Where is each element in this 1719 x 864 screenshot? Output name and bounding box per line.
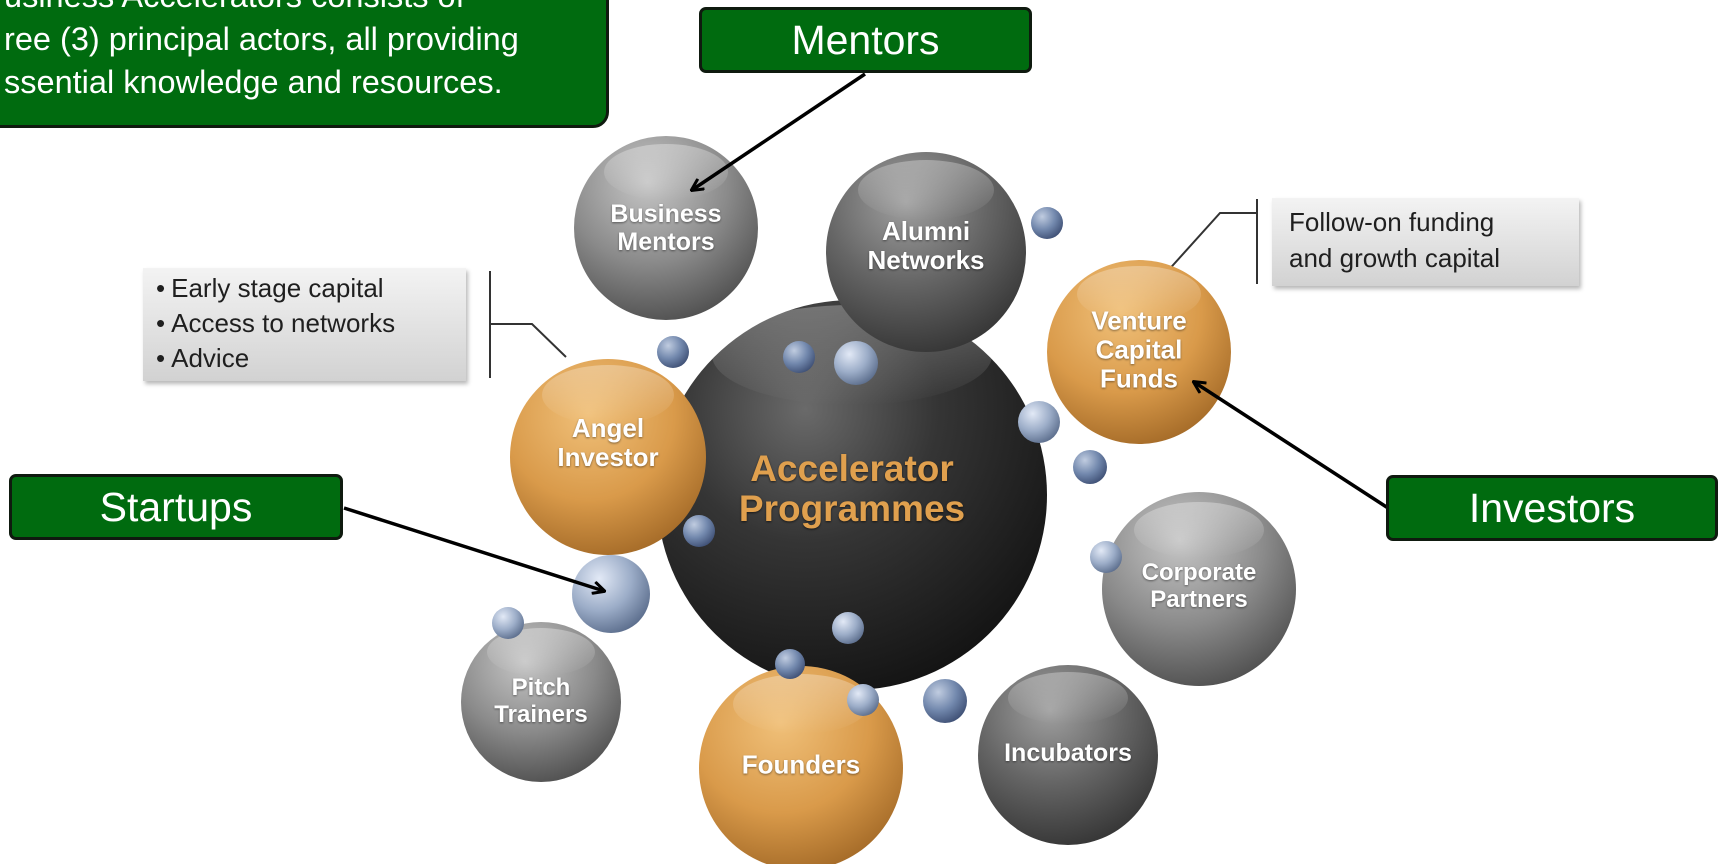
vc-callout-line: and growth capital	[1289, 243, 1501, 273]
center-label-line-2: Programmes	[738, 488, 966, 529]
founders-shine	[733, 674, 869, 734]
small-bubble	[832, 612, 864, 644]
intro-line-1: usiness Accelerators consists of	[4, 0, 604, 18]
corporate-partners-line-2: Partners	[1150, 586, 1248, 613]
angel-callout-item: Early stage capital	[156, 271, 466, 306]
investors-arrow	[1194, 382, 1389, 510]
center-label: Accelerator Programmes	[739, 449, 965, 529]
small-bubble	[1018, 401, 1060, 443]
founders-label: Founders	[742, 750, 860, 779]
angel-investor-shine	[542, 365, 674, 425]
small-bubble	[847, 684, 879, 716]
small-bubble	[1073, 450, 1107, 484]
incubators-text: Incubators	[1004, 739, 1132, 767]
intro-box: usiness Accelerators consists of ree (3)…	[0, 0, 609, 128]
angel-investor-line-1: Angel	[571, 412, 645, 443]
venture-capital-label: Venture Capital Funds	[1091, 306, 1186, 393]
founders-text: Founders	[741, 749, 861, 780]
small-bubble	[657, 336, 689, 368]
pitch-trainers-line-1: Pitch	[511, 674, 571, 702]
mentors-arrow	[692, 72, 866, 190]
pitch-trainers-line-2: Trainers	[494, 701, 588, 728]
venture-capital-line-2: Capital	[1095, 334, 1183, 365]
small-bubble	[923, 679, 967, 723]
intro-line-2: ree (3) principal actors, all providing	[4, 21, 519, 57]
intro-line-3: ssential knowledge and resources.	[4, 64, 503, 100]
alumni-networks-label: Alumni Networks	[867, 215, 985, 275]
small-bubble	[1090, 541, 1122, 573]
small-bubble	[492, 607, 524, 639]
angel-callout-connector	[489, 271, 567, 378]
business-mentors-line-1: Business	[610, 200, 722, 228]
alumni-networks-line-1: Alumni	[881, 215, 971, 246]
incubators-shine	[1008, 672, 1128, 724]
angel-callout-item: Access to networks	[156, 306, 466, 341]
startups-label-text: Startups	[99, 483, 253, 530]
angel-investor-line-2: Investor	[557, 442, 659, 472]
venture-capital-shine	[1077, 266, 1201, 322]
alumni-networks-shine	[858, 160, 994, 220]
venture-capital-line-3: Funds	[1100, 363, 1178, 394]
small-bubble	[1031, 207, 1063, 239]
angel-investor-label: Angel Investor	[557, 412, 659, 472]
corporate-partners-label: Corporate Partners	[1141, 559, 1257, 614]
business-mentors-label: Business Mentors	[610, 200, 721, 256]
small-bubble	[775, 649, 805, 679]
vc-callout-connector	[1164, 199, 1258, 284]
investors-label-text: Investors	[1468, 484, 1636, 531]
incubators-label: Incubators	[1004, 739, 1132, 767]
startups-label: Startups	[9, 474, 343, 540]
investors-label: Investors	[1386, 475, 1718, 541]
intro-text: usiness Accelerators consists of ree (3)…	[4, 0, 604, 104]
pitch-trainers-shine	[487, 628, 595, 676]
startups-small-bubble	[572, 555, 650, 633]
center-label-line-1: Accelerator	[750, 448, 954, 490]
angel-callout-item: Advice	[156, 341, 466, 376]
corporate-partners-shine	[1134, 502, 1264, 558]
startups-arrow	[343, 506, 604, 591]
mentors-label: Mentors	[699, 7, 1032, 73]
angel-callout: Early stage capital Access to networks A…	[143, 268, 466, 381]
small-bubble	[783, 341, 815, 373]
venture-capital-line-1: Venture	[1091, 305, 1187, 336]
center-bubble	[657, 300, 1047, 690]
small-bubble	[834, 341, 878, 385]
mentors-label-text: Mentors	[791, 16, 940, 63]
business-mentors-shine	[604, 144, 728, 200]
small-bubble	[683, 515, 715, 547]
vc-callout-line: Follow-on funding	[1289, 207, 1495, 237]
vc-callout: Follow-on funding and growth capital	[1272, 198, 1579, 286]
business-mentors-line-2: Mentors	[617, 228, 715, 256]
alumni-networks-line-2: Networks	[867, 245, 985, 275]
corporate-partners-line-1: Corporate	[1141, 559, 1257, 587]
angel-callout-list: Early stage capital Access to networks A…	[156, 271, 466, 376]
pitch-trainers-label: Pitch Trainers	[494, 674, 588, 729]
